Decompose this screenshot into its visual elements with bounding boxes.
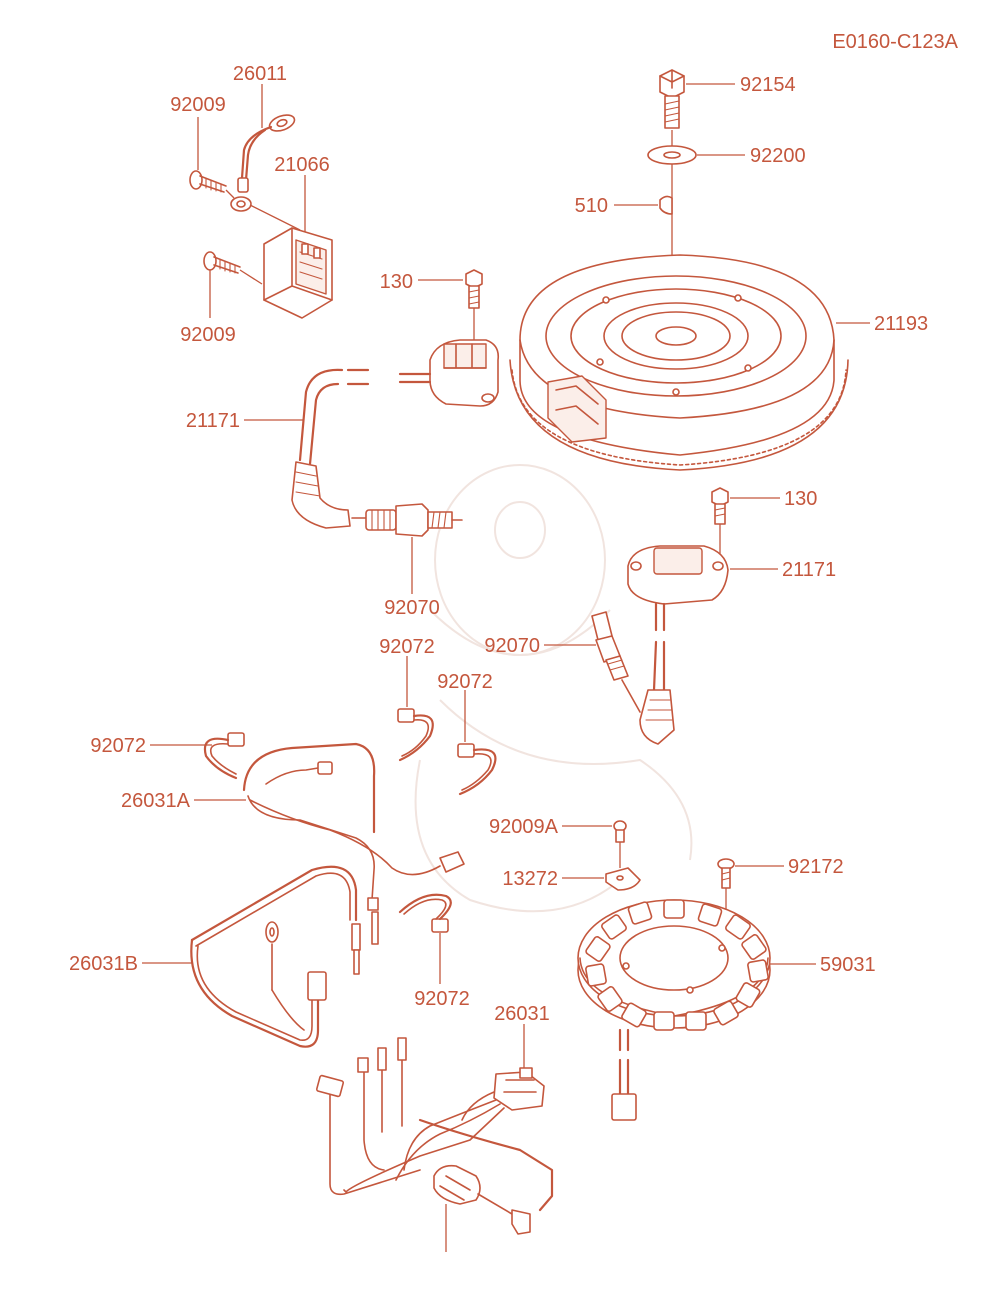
part-26031B-harness bbox=[142, 865, 361, 1048]
stator-pole-teeth bbox=[585, 899, 769, 1031]
part-92072-clamp-a bbox=[397, 656, 434, 762]
label-92070-left: 92070 bbox=[384, 597, 440, 619]
part-510-key bbox=[614, 195, 673, 215]
label-21171-right: 21171 bbox=[782, 559, 836, 581]
label-92154: 92154 bbox=[740, 74, 796, 96]
part-92072-clamp-c bbox=[150, 732, 245, 780]
label-21066: 21066 bbox=[274, 154, 330, 176]
diagram-code: E0160-C123A bbox=[832, 31, 958, 53]
label-92009A: 92009A bbox=[489, 816, 559, 838]
part-92070-spark-plug-right bbox=[544, 611, 641, 713]
part-21171-ignition-coil-left bbox=[244, 339, 500, 529]
part-21171-ignition-coil-right bbox=[627, 545, 778, 745]
label-92072-d: 92072 bbox=[414, 988, 470, 1010]
label-13272: 13272 bbox=[502, 868, 558, 890]
label-130-top: 130 bbox=[380, 271, 413, 293]
part-59031-stator bbox=[577, 899, 816, 1121]
part-26031A-harness bbox=[194, 742, 465, 945]
part-130-bolt-top bbox=[418, 269, 483, 340]
part-92154-bolt bbox=[659, 69, 735, 129]
label-59031: 59031 bbox=[820, 954, 876, 976]
part-26011-ground-lead bbox=[230, 84, 296, 212]
part-92172-screw bbox=[717, 858, 784, 930]
label-92172: 92172 bbox=[788, 856, 844, 878]
label-92070-right: 92070 bbox=[484, 635, 540, 657]
label-26031A: 26031A bbox=[121, 790, 191, 812]
label-26031: 26031 bbox=[494, 1003, 550, 1025]
label-21193: 21193 bbox=[874, 313, 928, 335]
part-13272-plate bbox=[562, 867, 641, 891]
label-26031B: 26031B bbox=[69, 953, 138, 975]
part-21193-flywheel bbox=[509, 254, 870, 471]
label-26011: 26011 bbox=[233, 63, 287, 85]
label-92072-b: 92072 bbox=[437, 671, 493, 693]
label-92009-bottom: 92009 bbox=[180, 324, 236, 346]
part-92009-screw-bottom bbox=[203, 251, 263, 318]
part-92070-spark-plug-left bbox=[351, 503, 463, 594]
part-92072-clamp-b bbox=[457, 690, 497, 796]
part-92009-screw-top bbox=[189, 117, 235, 199]
label-21171-left: 21171 bbox=[186, 410, 240, 432]
label-510: 510 bbox=[575, 195, 608, 217]
part-130-bolt-right bbox=[711, 487, 780, 556]
part-92072-clamp-d bbox=[398, 893, 452, 984]
label-92072-c: 92072 bbox=[90, 735, 146, 757]
label-92200: 92200 bbox=[750, 145, 806, 167]
part-92200-washer bbox=[647, 145, 745, 165]
part-92009A-screw bbox=[562, 820, 627, 868]
watermark-mascot bbox=[414, 464, 693, 913]
label-92009-top: 92009 bbox=[170, 94, 226, 116]
label-92072-a: 92072 bbox=[379, 636, 435, 658]
label-130-right: 130 bbox=[784, 488, 817, 510]
part-21066-regulator bbox=[249, 175, 333, 319]
part-26031-main-harness bbox=[315, 1024, 554, 1252]
